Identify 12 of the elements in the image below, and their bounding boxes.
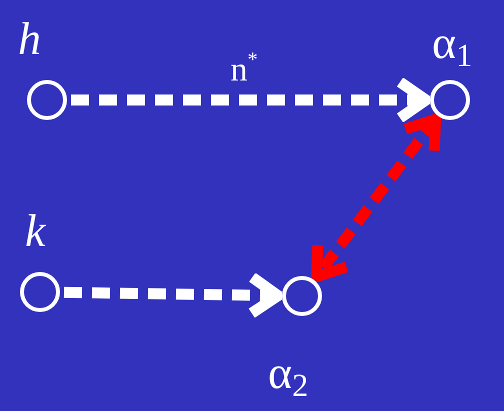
dashed-arrow — [64, 272, 284, 319]
edge-label: n$^{*}$ — [230, 50, 258, 88]
dashed-arrow — [310, 114, 442, 282]
circle-node — [27, 80, 67, 120]
node-label: α$_{1}$ — [432, 20, 472, 72]
node-label: α$_{2}$ — [268, 350, 308, 402]
circle-node — [282, 276, 322, 316]
node-label: h — [18, 16, 41, 62]
dashed-arrow — [71, 76, 432, 124]
node-label: k — [25, 208, 46, 254]
circle-node — [20, 272, 60, 312]
circle-node — [430, 80, 470, 120]
